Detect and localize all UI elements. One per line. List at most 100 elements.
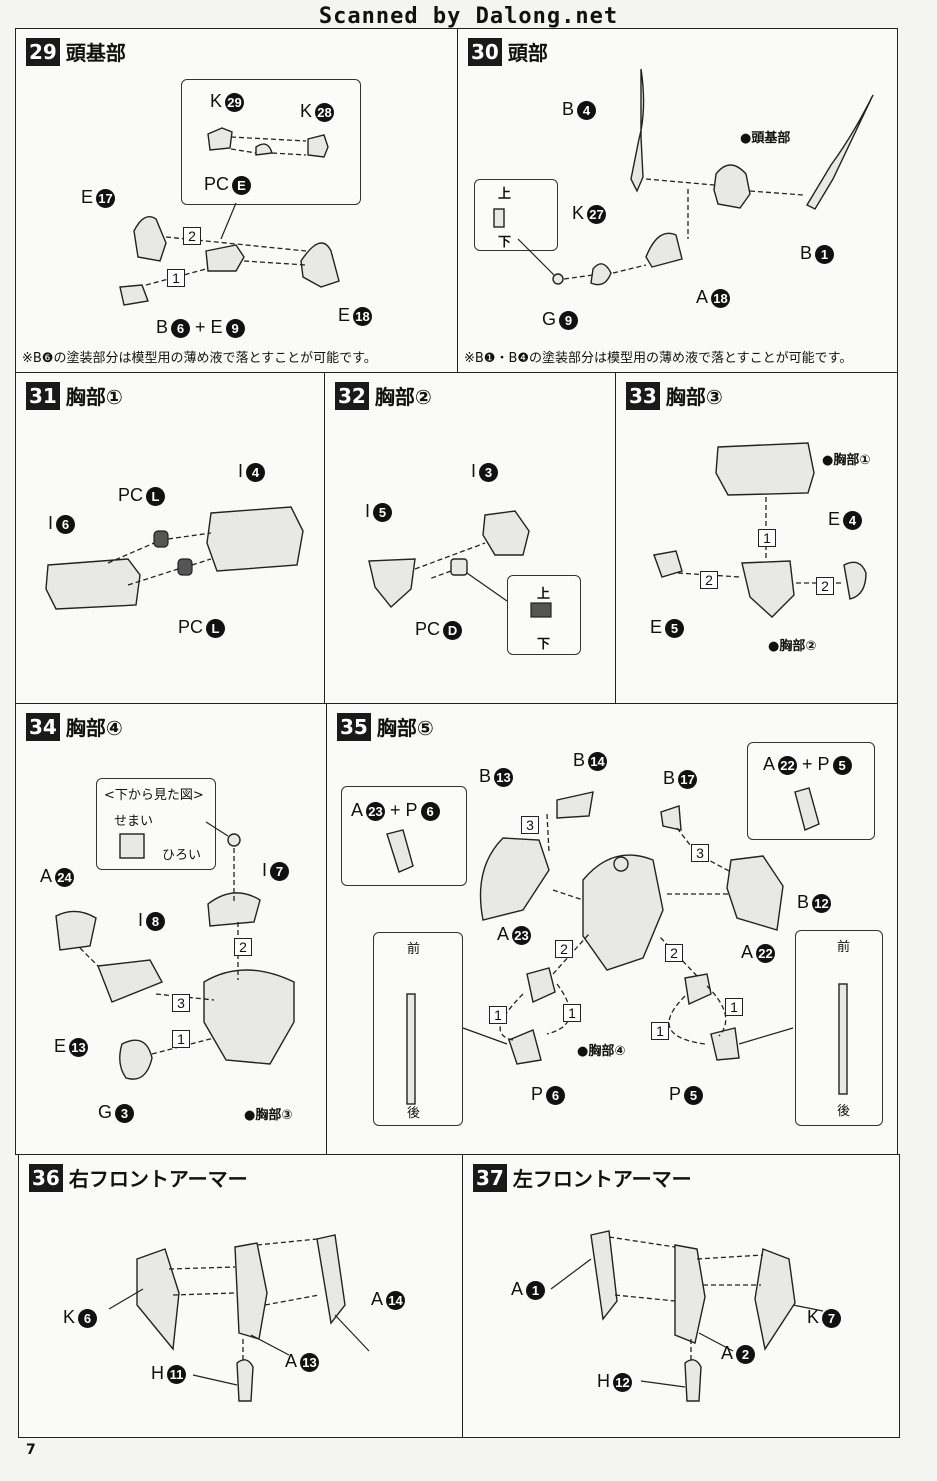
step-35-diagram bbox=[386, 787, 848, 1105]
step-name: 頭基部 bbox=[65, 41, 126, 65]
step-31-title: 31 胸部① bbox=[26, 381, 123, 410]
step-1-marker: 1 bbox=[725, 998, 743, 1016]
step-number: 31 bbox=[26, 381, 60, 410]
step-29-note: ※B❻の塗装部分は模型用の薄め液で落とすことが可能です。 bbox=[22, 351, 377, 366]
step-37-title: 37 左フロントアーマー bbox=[473, 1163, 692, 1192]
step-1-marker: 1 bbox=[489, 1006, 507, 1024]
step-number: 37 bbox=[473, 1163, 507, 1192]
step-29-diagram bbox=[119, 127, 340, 306]
up-label: 上 bbox=[498, 187, 512, 202]
chest-4-ref: ●胸部④ bbox=[577, 1044, 626, 1059]
scan-watermark: Scanned by Dalong.net bbox=[318, 4, 619, 29]
step-32-title: 32 胸部② bbox=[335, 381, 432, 410]
step-36-diagram bbox=[108, 1234, 370, 1402]
step-2-marker: 2 bbox=[665, 944, 683, 962]
step-30-title: 30 頭部 bbox=[468, 37, 548, 66]
chest-2-ref: ●胸部② bbox=[768, 639, 817, 654]
front-label: 前 bbox=[837, 940, 851, 955]
page-number: 7 bbox=[26, 1442, 36, 1458]
step-number: 36 bbox=[29, 1163, 63, 1192]
orientation-box bbox=[474, 179, 558, 251]
orientation-box-left bbox=[373, 932, 463, 1126]
step-1-marker: 1 bbox=[651, 1022, 669, 1040]
step-3-marker: 3 bbox=[691, 844, 709, 862]
step-2-marker: 2 bbox=[183, 227, 201, 245]
step-31-diagram bbox=[45, 506, 304, 610]
step-29-title: 29 頭基部 bbox=[26, 37, 126, 66]
step-30-note: ※B❶・B❹の塗装部分は模型用の薄め液で落とすことが可能です。 bbox=[464, 351, 853, 366]
step-name: 右フロントアーマー bbox=[68, 1167, 248, 1191]
step-1-marker: 1 bbox=[172, 1030, 190, 1048]
step-34-title: 34 胸部④ bbox=[26, 712, 123, 741]
step-33-diagram bbox=[653, 442, 867, 618]
step-30-diagram bbox=[493, 68, 874, 286]
step-number: 33 bbox=[626, 381, 660, 410]
step-name: 頭部 bbox=[507, 41, 548, 65]
step-32-diagram bbox=[368, 510, 552, 618]
step-2-marker: 2 bbox=[816, 577, 834, 595]
step-number: 32 bbox=[335, 381, 369, 410]
step-1-marker: 1 bbox=[167, 269, 185, 287]
step-1-marker: 1 bbox=[563, 1004, 581, 1022]
bottom-view-box bbox=[96, 778, 216, 870]
step-name: 胸部③ bbox=[665, 385, 723, 409]
down-label: 下 bbox=[498, 235, 512, 250]
up-label: 上 bbox=[537, 587, 551, 602]
down-label: 下 bbox=[537, 637, 551, 652]
step-3-marker: 3 bbox=[521, 816, 539, 834]
back-label: 後 bbox=[837, 1104, 851, 1119]
step-35-title: 35 胸部⑤ bbox=[337, 712, 434, 741]
step-number: 35 bbox=[337, 712, 371, 741]
step-2-marker: 2 bbox=[700, 571, 718, 589]
step-number: 29 bbox=[26, 37, 60, 66]
bottom-view-label: <下から見た図> bbox=[104, 788, 204, 803]
step-2-marker: 2 bbox=[555, 940, 573, 958]
step-3-marker: 3 bbox=[172, 994, 190, 1012]
head-base-ref: ●頭基部 bbox=[740, 131, 791, 146]
step-name: 胸部② bbox=[374, 385, 432, 409]
step-2-marker: 2 bbox=[234, 938, 252, 956]
narrow-label: せまい bbox=[114, 814, 154, 829]
wide-label: ひろい bbox=[162, 848, 202, 863]
